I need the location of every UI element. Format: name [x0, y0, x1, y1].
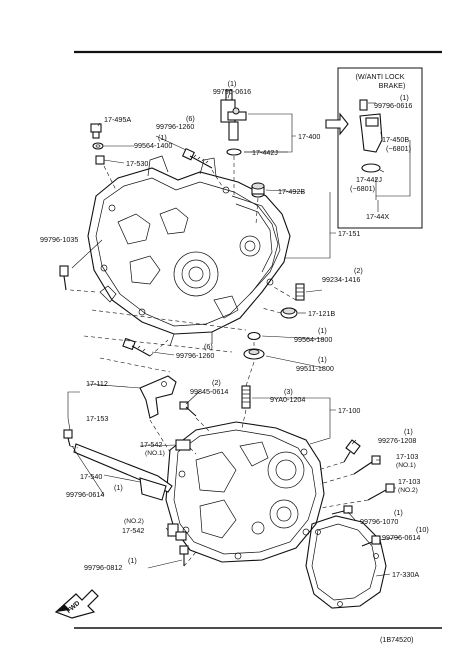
callout-part: 99796-1260	[156, 122, 194, 131]
callout-part: 17-542	[140, 440, 162, 449]
callout-part: 99511-1800	[296, 364, 334, 373]
plug-495a	[90, 123, 102, 139]
inset-screw	[359, 99, 368, 111]
callout-part: 99796-0614	[382, 533, 420, 542]
callout-part: 17-495A	[104, 115, 131, 124]
bolt-99276-1208	[343, 439, 361, 463]
plug-492b	[251, 182, 265, 198]
callout-part: 17-542	[122, 526, 144, 535]
inset-labels: (W/ANTI LOCK BRAKE) (1) 99796-0616 17-45…	[350, 72, 412, 221]
callout-labels: (1) 99796-0616 17-495A (6) 99796-1260 (1…	[40, 79, 429, 579]
projection-lines	[69, 156, 369, 567]
callout-part: 17-100	[338, 406, 360, 415]
callout-part: 17-330A	[392, 570, 419, 579]
leader-lines	[67, 91, 401, 577]
o-ring-442j	[226, 148, 242, 156]
callout-part: 9YA0-1204	[270, 395, 305, 404]
callout-part: 17-151	[338, 229, 360, 238]
bolt-17-103-no1	[353, 455, 381, 475]
inset-oring-part: 17-442J	[356, 175, 382, 184]
callout-part: 17-492B	[278, 187, 305, 196]
callout-part: 99796-1035	[40, 235, 78, 244]
inset-sensor-part: 17-450B	[382, 135, 409, 144]
callout-part: 17-103	[398, 477, 420, 486]
inset-frame	[337, 67, 423, 229]
callout-qty: (1)	[128, 556, 137, 565]
fwd-arrow-icon	[54, 589, 99, 619]
inset-screw-part: 99796-0616	[374, 101, 412, 110]
callout-part: 99276-1208	[378, 436, 416, 445]
callout-qty: (6)	[186, 114, 195, 123]
callout-variant: (NO.1)	[396, 462, 416, 469]
inset-header-sub: BRAKE)	[379, 81, 406, 90]
inset-sensor-code: (−6801)	[386, 144, 411, 153]
bracket-17-112	[139, 375, 177, 419]
callout-qty: (6)	[204, 342, 213, 351]
washer-99564-1800	[247, 331, 261, 341]
bolt-1260-lower	[122, 337, 151, 357]
callout-part: 17-153	[86, 414, 108, 423]
stud-99234-1416	[295, 283, 305, 301]
bracket-17-542-no1	[175, 439, 191, 451]
callout-part: 17-103	[396, 452, 418, 461]
clutch-housing	[87, 155, 291, 347]
callout-variant: (NO.2)	[398, 487, 418, 494]
bolt-99796-0614-left	[63, 429, 73, 447]
bolt-1260-upper	[181, 147, 213, 169]
inset-arrow	[325, 112, 349, 136]
part-17-121b	[280, 307, 298, 319]
inset-header: (W/ANTI LOCK	[355, 72, 404, 81]
callout-qty: (10)	[416, 525, 429, 534]
bolt-99845-0614	[179, 401, 197, 417]
callout-part: 17-442J	[252, 148, 278, 157]
callout-qty: (1)	[318, 326, 327, 335]
callout-part: 99796-0616	[213, 87, 251, 96]
inset-screw-qty: (1)	[400, 93, 409, 102]
callout-qty: (1)	[158, 133, 167, 142]
callout-part: 99796-0812	[84, 563, 122, 572]
bolt-99796-0812	[179, 545, 189, 566]
callout-part: 17-400	[298, 132, 320, 141]
bolt-99796-1070	[331, 505, 353, 515]
speed-sensor	[220, 89, 247, 141]
callout-qty: (2)	[212, 378, 221, 387]
callout-part: 99234-1416	[322, 275, 360, 284]
callout-part: 99796-1070	[360, 517, 398, 526]
callout-qty: (1)	[228, 79, 237, 88]
washer-99564-1400	[92, 142, 104, 150]
callout-part: 99796-0614	[66, 490, 104, 499]
callout-qty: (1)	[114, 483, 123, 492]
callout-part: 17-112	[86, 379, 108, 388]
callout-part: 99845-0614	[190, 387, 228, 396]
inset-o-ring	[361, 163, 381, 173]
stud-9ya0-1204	[241, 385, 251, 409]
abs-inset-box	[337, 67, 423, 229]
inset-assembly-part: 17-44X	[366, 212, 389, 221]
part-17-530	[95, 155, 105, 165]
plug-99511-1800	[243, 348, 265, 360]
inset-oring-code: (−6801)	[350, 184, 375, 193]
callout-part: 99564-1400	[134, 141, 172, 150]
bracket-17-542-no2	[167, 523, 187, 541]
inset-sensor-head	[365, 117, 379, 127]
cover-plate	[305, 515, 387, 609]
callout-variant: (NO.1)	[145, 450, 165, 457]
diagram-code: (1B74520)	[380, 635, 414, 644]
callout-qty: (1)	[318, 355, 327, 364]
callout-qty: (2)	[354, 266, 363, 275]
callout-qty: (3)	[284, 387, 293, 396]
bolt-17-103-no2	[367, 483, 395, 501]
callout-part: 17-540	[80, 472, 102, 481]
callout-part: 99796-1260	[176, 351, 214, 360]
callout-part: 17-121B	[308, 309, 335, 318]
shift-rod-17-540	[73, 443, 173, 501]
callout-qty: (1)	[394, 508, 403, 517]
callout-part: 99564-1800	[294, 335, 332, 344]
bolt-1035	[59, 265, 69, 291]
callout-part: 17-530	[126, 159, 148, 168]
callout-variant: (NO.2)	[124, 518, 144, 525]
callout-qty: (1)	[404, 427, 413, 436]
